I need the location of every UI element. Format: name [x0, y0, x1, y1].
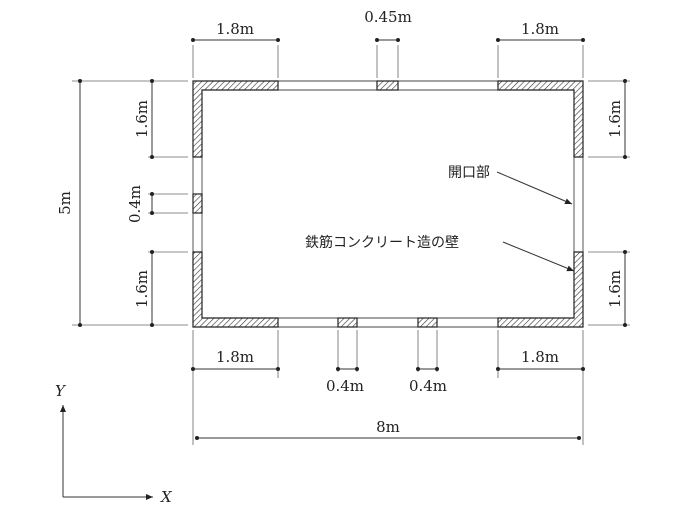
dim-bottom-left: 1.8m: [216, 348, 254, 366]
left-dimensions: [72, 79, 188, 327]
wall-bottom-right-corner: [497, 251, 584, 328]
rc-walls: [192, 80, 584, 328]
dim-top-center: 0.45m: [364, 8, 412, 26]
dim-top-right: 1.8m: [521, 20, 559, 38]
dim-left-middle: 0.4m: [126, 185, 144, 223]
opening-label: 開口部: [448, 165, 490, 181]
coordinate-axes: [60, 405, 153, 500]
top-dimensions: [191, 38, 585, 78]
dim-bottom-right: 1.8m: [521, 348, 559, 366]
y-axis-label: Y: [55, 382, 67, 400]
bottom-dimensions: [191, 330, 585, 445]
rc-wall-leader: [502, 241, 575, 272]
wall-bottom-center-left: [337, 317, 358, 328]
dim-right-lower: 1.6m: [606, 270, 624, 308]
building-outline: [192, 80, 584, 328]
wall-left-middle: [192, 193, 203, 214]
wall-bottom-left-corner: [192, 251, 279, 328]
dim-right-upper: 1.6m: [606, 100, 624, 138]
dim-total-width: 8m: [376, 418, 400, 436]
dim-total-height: 5m: [56, 191, 74, 215]
rc-wall-label: 鉄筋コンクリート造の壁: [305, 234, 459, 251]
dim-top-left: 1.8m: [216, 20, 254, 38]
wall-top-right-corner: [497, 80, 584, 158]
opening-leader: [496, 171, 573, 205]
wall-top-center: [376, 80, 399, 91]
wall-bottom-center-right: [417, 317, 438, 328]
wall-top-left-corner: [192, 80, 279, 158]
dim-left-upper: 1.6m: [133, 100, 151, 138]
right-dimensions: [588, 79, 630, 327]
dim-bottom-center-right: 0.4m: [409, 377, 447, 395]
x-axis-label: X: [160, 488, 173, 506]
dim-left-lower: 1.6m: [133, 270, 151, 308]
dim-bottom-center-left: 0.4m: [326, 377, 364, 395]
